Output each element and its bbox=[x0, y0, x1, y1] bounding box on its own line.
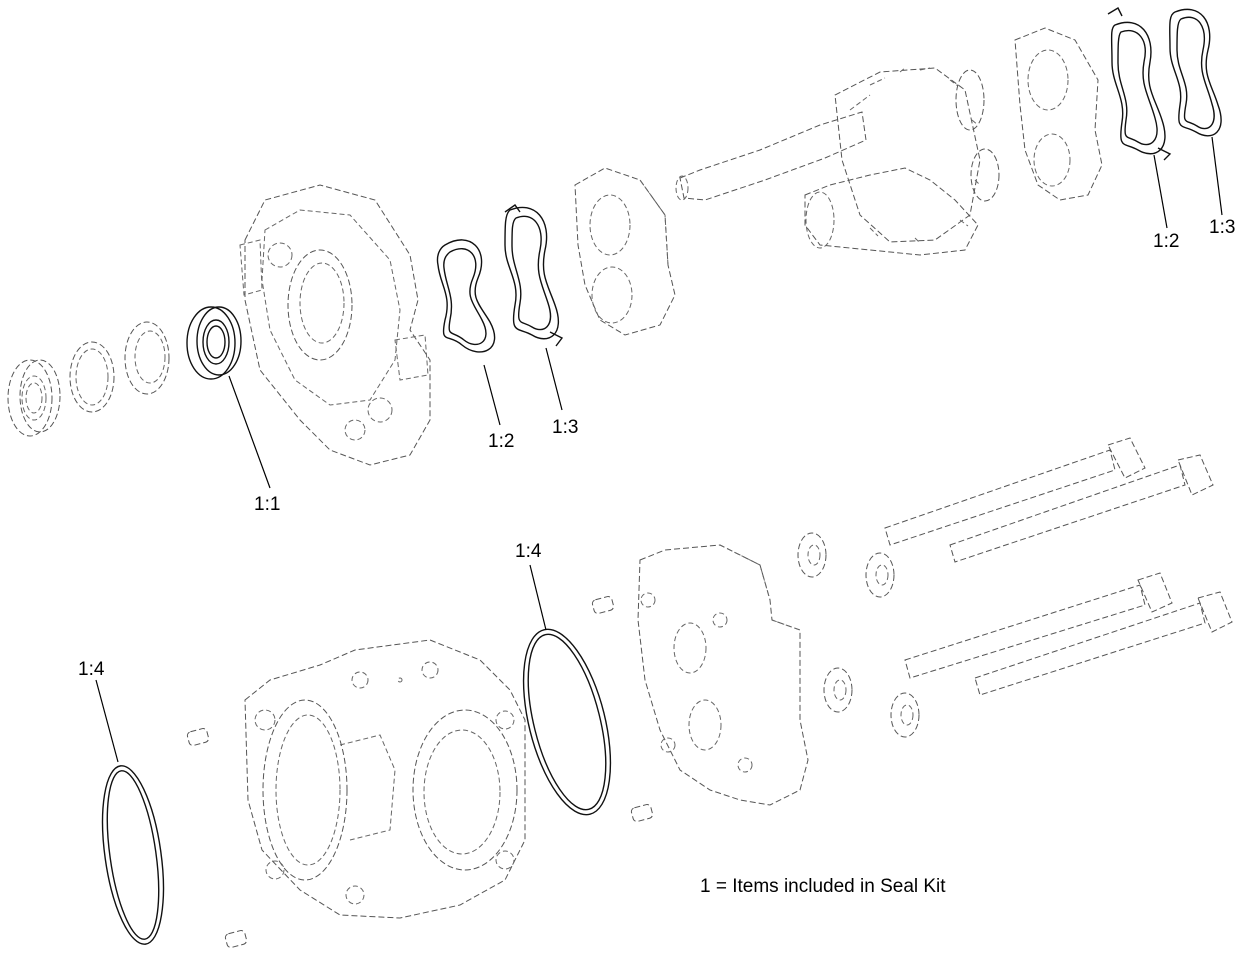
callout-1-3-right: 1:3 bbox=[1209, 217, 1235, 238]
snap-ring-part bbox=[69, 341, 115, 413]
gear-housing-part bbox=[244, 639, 526, 919]
callout-1-2-left: 1:2 bbox=[488, 431, 514, 452]
thrust-plate-seal-left bbox=[436, 239, 496, 353]
bearing-part bbox=[7, 359, 61, 437]
thrust-plate-seal-right bbox=[1169, 8, 1222, 137]
dowel-pins bbox=[186, 596, 654, 948]
cap-screws bbox=[884, 437, 1233, 696]
callout-1-2-right: 1:2 bbox=[1153, 231, 1179, 252]
backup-gasket-right bbox=[1107, 7, 1172, 161]
mounting-flange-part bbox=[239, 184, 431, 466]
o-ring-right bbox=[522, 628, 612, 816]
drive-gear-shaft-part bbox=[675, 67, 1000, 256]
o-ring-left bbox=[101, 765, 165, 945]
rear-cover-part bbox=[637, 544, 809, 806]
wear-plate-left bbox=[574, 167, 676, 336]
callout-1-1: 1:1 bbox=[254, 494, 280, 515]
callout-1-4-right: 1:4 bbox=[515, 541, 542, 562]
seal-kit-note: 1 = Items included in Seal Kit bbox=[700, 876, 946, 897]
washer-part bbox=[124, 321, 170, 395]
wear-plate-right bbox=[1014, 27, 1103, 201]
callout-1-3-left: 1:3 bbox=[552, 417, 578, 438]
shaft-seal-part bbox=[186, 306, 242, 380]
backup-gasket-left bbox=[504, 204, 564, 347]
callout-1-4-left: 1:4 bbox=[78, 659, 105, 680]
callout-leaders bbox=[95, 136, 1223, 763]
cap-screw-washers bbox=[797, 532, 920, 738]
